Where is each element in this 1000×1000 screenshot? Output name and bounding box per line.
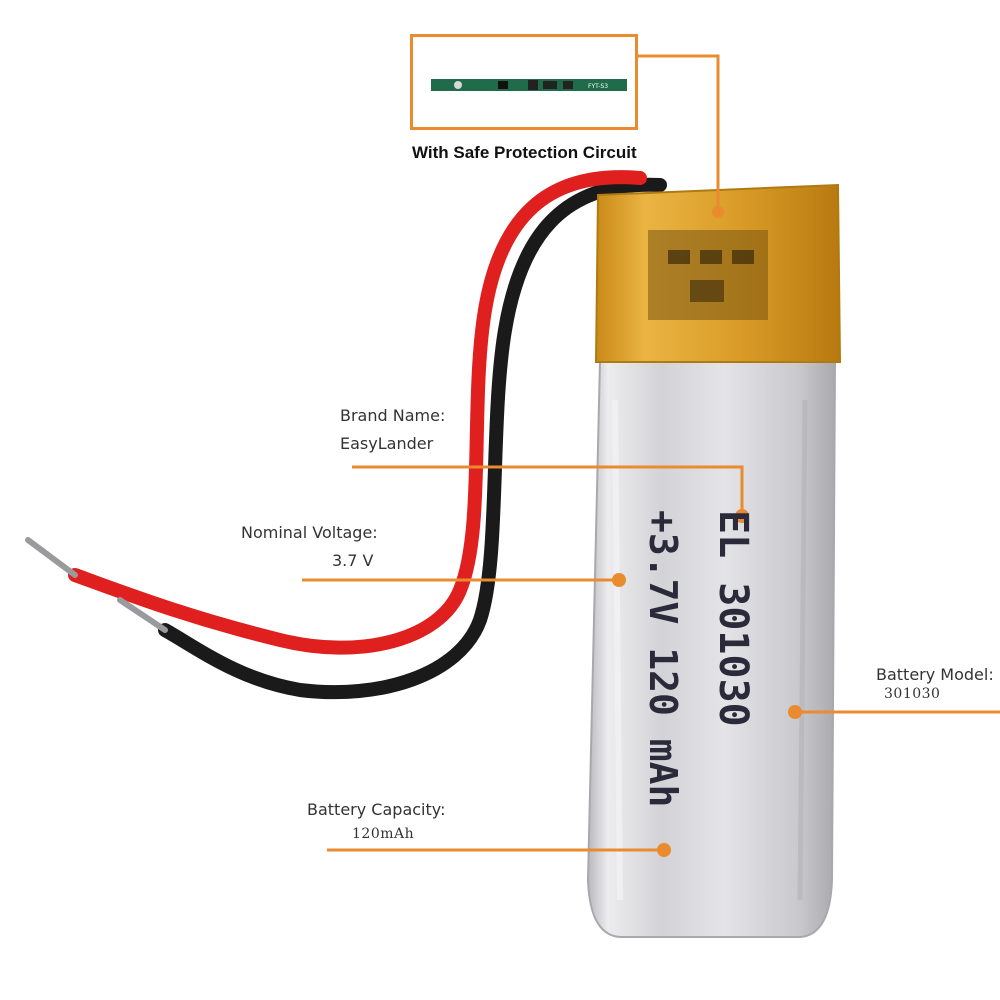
red-wire-tip: [25, 537, 78, 578]
cell-print-model: EL 301030: [710, 510, 756, 727]
pcb-board: FYT-S3: [431, 79, 627, 91]
brand-name-title: Brand Name:: [340, 406, 446, 425]
leader-dots: [612, 206, 802, 857]
red-wire: [68, 170, 647, 655]
black-wire: [158, 177, 667, 700]
battery-capacity-value: 120mAh: [352, 826, 415, 842]
battery-model-value: 301030: [884, 686, 941, 702]
cell-print-rating: +3.7V 120 mAh: [641, 510, 685, 807]
nominal-voltage-value: 3.7 V: [332, 551, 374, 570]
nominal-voltage-title: Nominal Voltage:: [241, 523, 378, 542]
pcb-callout-title: With Safe Protection Circuit: [412, 143, 637, 162]
pcb-inset: FYT-S3: [410, 34, 638, 130]
cell-printing: EL 301030 +3.7V 120 mAh: [641, 510, 756, 807]
brand-leader: [352, 465, 744, 515]
battery-model-title: Battery Model:: [876, 665, 994, 684]
black-wire-tip: [117, 597, 168, 633]
brand-name-value: EasyLander: [340, 434, 434, 453]
pcb-leader: [632, 54, 720, 212]
battery-cell: [586, 183, 842, 938]
battery-capacity-title: Battery Capacity:: [307, 800, 446, 819]
pcb-board-marking: FYT-S3: [588, 83, 608, 90]
leader-lines: [302, 54, 1000, 852]
lead-wires: [25, 170, 667, 700]
